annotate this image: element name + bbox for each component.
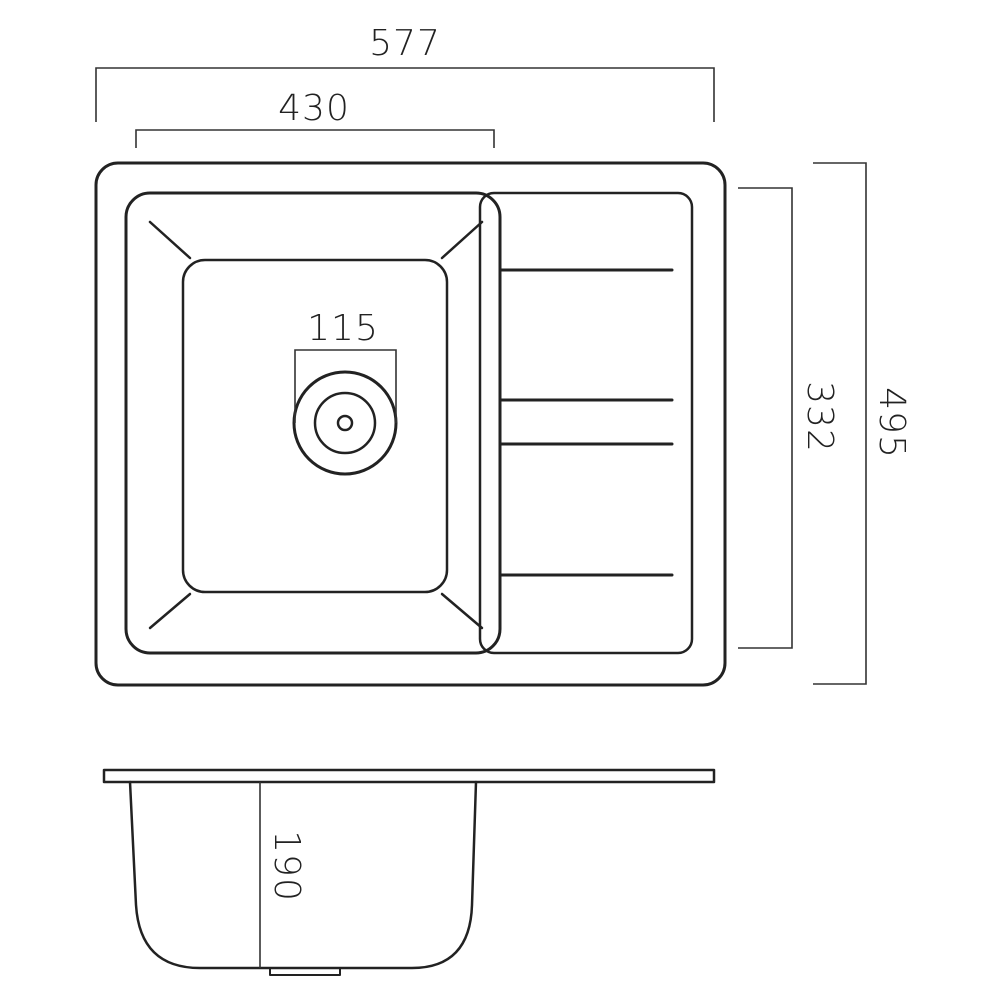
- sink-top-view: [94, 161, 727, 687]
- dimension-bowl-width: 430: [135, 88, 495, 148]
- overall-width-label: 577: [369, 23, 441, 64]
- side-view-drain-stub: [269, 967, 341, 976]
- sink-outer-rim: [94, 161, 727, 687]
- bowl-outer-edge: [124, 191, 502, 655]
- drain-inner-ring: [313, 391, 377, 455]
- depth-label: 190: [266, 830, 307, 902]
- side-view-bowl: [128, 780, 478, 970]
- bowl-length-label: 332: [799, 381, 840, 453]
- sink-side-view: 190: [102, 768, 716, 976]
- drain-diameter-label: 115: [307, 308, 379, 349]
- drainboard-outline: [478, 191, 694, 655]
- dimension-overall-width: 577: [95, 23, 715, 122]
- side-view-rim: [102, 768, 716, 784]
- bowl-width-label: 430: [278, 88, 350, 129]
- dimension-bowl-length: 332: [738, 187, 840, 649]
- drain-outer-ring: [292, 370, 398, 476]
- dimension-overall-length: 495: [813, 162, 912, 685]
- bowl-corner-line-bl: [148, 592, 192, 630]
- bowl-floor: [181, 258, 449, 594]
- bowl-corner-line-tl: [148, 220, 192, 260]
- bowl-corner-line-br: [440, 592, 484, 630]
- overall-length-label: 495: [871, 387, 912, 459]
- bowl-corner-line-tr: [440, 220, 484, 260]
- drain-hole: [336, 414, 354, 432]
- dimension-drain-diameter: 115: [294, 308, 397, 423]
